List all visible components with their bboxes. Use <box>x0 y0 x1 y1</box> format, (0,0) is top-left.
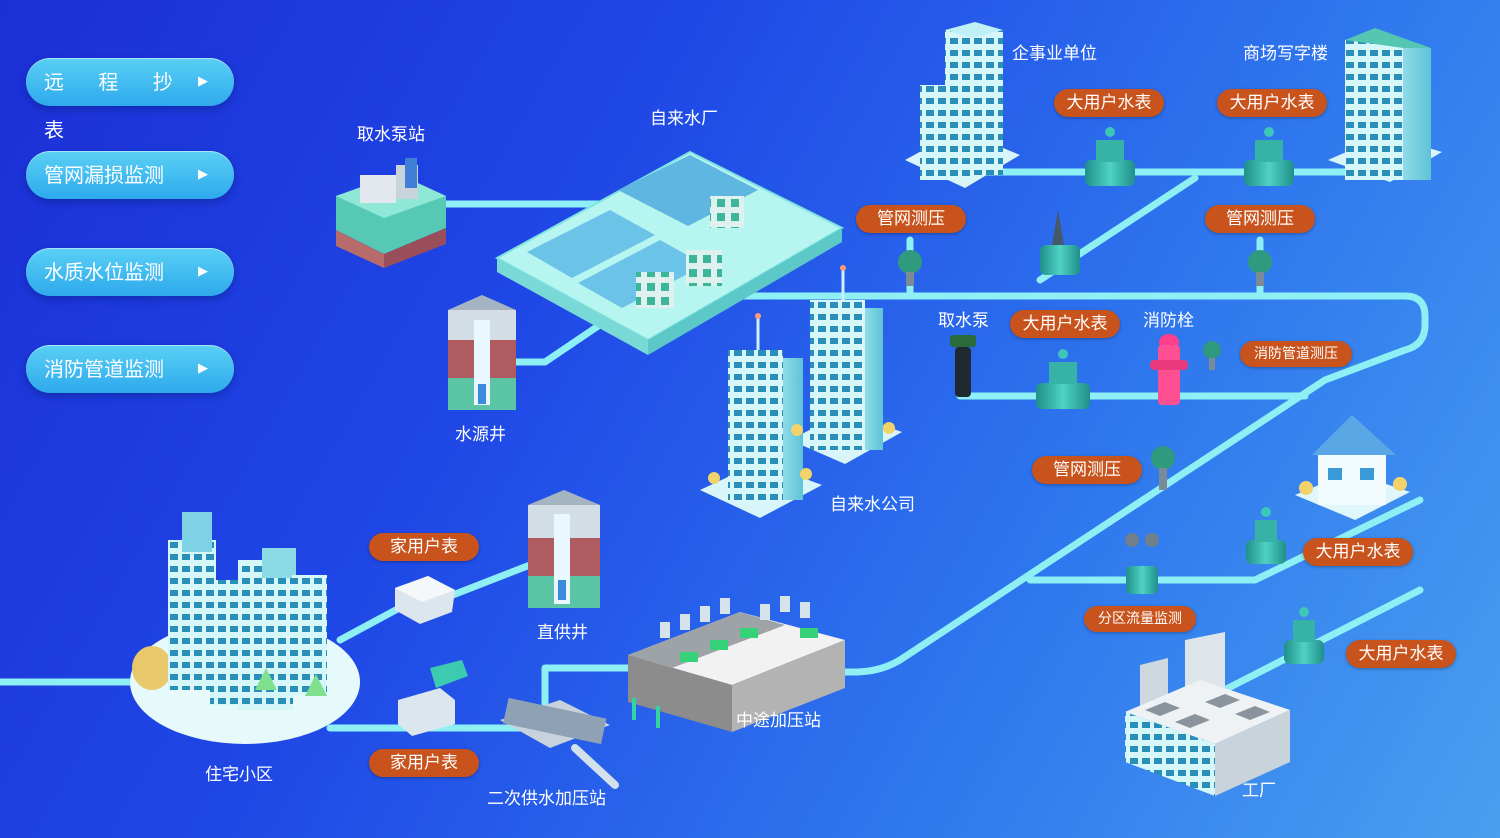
source-well-illustration <box>448 295 516 410</box>
source-well-label: 水源井 <box>455 425 506 445</box>
pressure-sensor-3-icon <box>1151 446 1175 490</box>
water-plant-label: 自来水厂 <box>650 109 718 129</box>
fire-pressure-sensor-icon <box>1203 341 1221 370</box>
menu-label: 消防管道监测 <box>44 357 164 381</box>
flow-meter-icon <box>1040 210 1080 275</box>
zone-flow-badge: 分区流量监测 <box>1084 606 1196 632</box>
enterprise-illustration <box>905 22 1020 188</box>
hydrant-icon <box>1150 334 1188 405</box>
pressure-badge-2: 管网测压 <box>1205 205 1315 233</box>
residential-label: 住宅小区 <box>205 765 273 785</box>
big-meter-badge-5: 大用户水表 <box>1346 640 1456 668</box>
residential-illustration <box>130 512 360 744</box>
intake-pump-station-illustration <box>336 158 446 268</box>
pressure-sensor-1-icon <box>898 250 922 286</box>
menu-label: 远 程 抄 表 <box>44 70 187 142</box>
big-water-meter-2-icon <box>1244 127 1294 186</box>
pressure-sensor-2-icon <box>1248 250 1272 286</box>
big-water-meter-1-icon <box>1085 127 1135 186</box>
home-meter-1-icon <box>395 576 455 624</box>
big-water-meter-5-icon <box>1284 607 1324 664</box>
play-arrow-icon: ▶ <box>198 361 208 376</box>
intake-pump-station-label: 取水泵站 <box>357 125 425 145</box>
secondary-booster-illustration <box>500 697 619 789</box>
intake-pump-icon <box>950 335 976 397</box>
menu-label: 管网漏损监测 <box>44 163 164 187</box>
pipe-to-direct-well <box>436 561 534 604</box>
midway-booster-label: 中途加压站 <box>736 711 821 731</box>
big-meter-badge-1: 大用户水表 <box>1054 89 1164 117</box>
midway-booster-illustration <box>628 596 845 732</box>
menu-water-quality-button[interactable]: 水质水位监测 ▶ <box>26 248 234 296</box>
pipe-secondary-up <box>541 664 634 709</box>
play-arrow-icon: ▶ <box>198 264 208 279</box>
water-plant-illustration <box>494 150 845 355</box>
water-company-illustration <box>700 265 902 518</box>
pressure-badge-3: 管网测压 <box>1032 456 1142 484</box>
zone-flow-meter-icon <box>1125 533 1159 594</box>
factory-illustration <box>1125 632 1290 796</box>
big-water-meter-4-icon <box>1246 507 1286 564</box>
big-meter-badge-2: 大用户水表 <box>1217 89 1327 117</box>
house-illustration <box>1295 415 1410 520</box>
menu-pipe-leakage-button[interactable]: 管网漏损监测 ▶ <box>26 151 234 199</box>
home-meter-2-icon <box>398 660 468 736</box>
home-meter-badge-2: 家用户表 <box>369 749 479 777</box>
factory-label: 工厂 <box>1242 781 1276 801</box>
pipe-main <box>736 292 1429 676</box>
play-arrow-icon: ▶ <box>198 167 208 182</box>
menu-fire-pipe-button[interactable]: 消防管道监测 ▶ <box>26 345 234 393</box>
enterprise-label: 企事业单位 <box>1012 44 1097 64</box>
big-water-meter-3-icon <box>1036 349 1090 409</box>
big-meter-badge-3: 大用户水表 <box>1010 310 1120 338</box>
fire-pressure-badge: 消防管道测压 <box>1240 341 1352 367</box>
pipe-home-meter-up <box>336 601 409 644</box>
mall-office-illustration <box>1328 28 1442 182</box>
direct-well-label: 直供井 <box>537 623 588 643</box>
pipe-zone <box>1026 496 1424 584</box>
pressure-badge-1: 管网测压 <box>856 205 966 233</box>
menu-remote-meter-reading-button[interactable]: 远 程 抄 表 ▶ <box>26 58 234 142</box>
big-meter-badge-4: 大用户水表 <box>1303 538 1413 566</box>
intake-pump-label: 取水泵 <box>938 311 989 331</box>
secondary-booster-label: 二次供水加压站 <box>487 789 606 809</box>
home-meter-badge-1: 家用户表 <box>369 533 479 561</box>
water-company-label: 自来水公司 <box>830 495 915 515</box>
play-arrow-icon: ▶ <box>198 74 208 89</box>
direct-well-illustration <box>528 490 600 608</box>
menu-label: 水质水位监测 <box>44 260 164 284</box>
hydrant-label: 消防栓 <box>1143 311 1194 331</box>
mall-office-label: 商场写字楼 <box>1243 44 1328 64</box>
